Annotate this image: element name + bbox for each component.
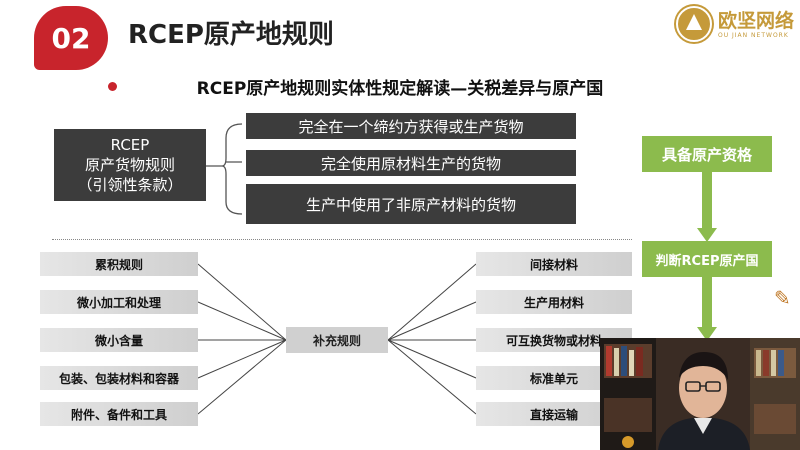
flow-arrow-down-1 bbox=[697, 172, 717, 242]
criterion-bar-1: 完全在一个缔约方获得或生产货物 bbox=[246, 113, 576, 139]
flow-arrow-down-2 bbox=[697, 277, 717, 341]
slide-title: RCEP原产地规则 bbox=[128, 20, 334, 50]
badge-dot bbox=[108, 82, 117, 91]
criterion-bar-3: 生产中使用了非原产材料的货物 bbox=[246, 184, 576, 224]
logo-name-en: OU JIAN NETWORK bbox=[718, 32, 789, 39]
rcep-origin-rule-box: RCEP 原产货物规则 （引领性条款） bbox=[54, 129, 206, 201]
supp-rule-left-1: 累积规则 bbox=[40, 252, 198, 276]
supplementary-rules-hub: 补充规则 bbox=[286, 327, 388, 353]
section-divider bbox=[52, 239, 632, 240]
rule-box-line2: 原产货物规则 bbox=[84, 156, 175, 174]
badge-number: 02 bbox=[51, 21, 91, 55]
supp-rule-left-3: 微小含量 bbox=[40, 328, 198, 352]
section-number-badge: 02 bbox=[34, 6, 108, 70]
rule-box-line1: RCEP bbox=[110, 136, 150, 154]
supp-rule-left-4: 包装、包装材料和容器 bbox=[40, 366, 198, 390]
logo-name-cn: 欧坚网络 bbox=[718, 10, 795, 32]
supp-rule-right-2: 生产用材料 bbox=[476, 290, 632, 314]
brace-connector bbox=[206, 123, 243, 215]
company-logo: 欧坚网络 OU JIAN NETWORK bbox=[674, 4, 798, 46]
flow-step-origin-qualified: 具备原产资格 bbox=[642, 136, 772, 172]
criterion-bar-2: 完全使用原材料生产的货物 bbox=[246, 150, 576, 176]
slide-subtitle: RCEP原产地规则实体性规定解读—关税差异与原产国 bbox=[196, 79, 604, 99]
rule-box-line3: （引领性条款） bbox=[77, 176, 183, 194]
supp-rule-right-1: 间接材料 bbox=[476, 252, 632, 276]
presenter-video-feed[interactable] bbox=[600, 338, 800, 450]
logo-emblem-icon bbox=[674, 4, 714, 44]
pencil-icon[interactable]: ✎ bbox=[774, 286, 791, 310]
flow-step-determine-country: 判断RCEP原产国 bbox=[642, 241, 772, 277]
supp-rule-left-2: 微小加工和处理 bbox=[40, 290, 198, 314]
presenter-video-frame bbox=[600, 338, 800, 450]
supp-rule-left-5: 附件、备件和工具 bbox=[40, 402, 198, 426]
